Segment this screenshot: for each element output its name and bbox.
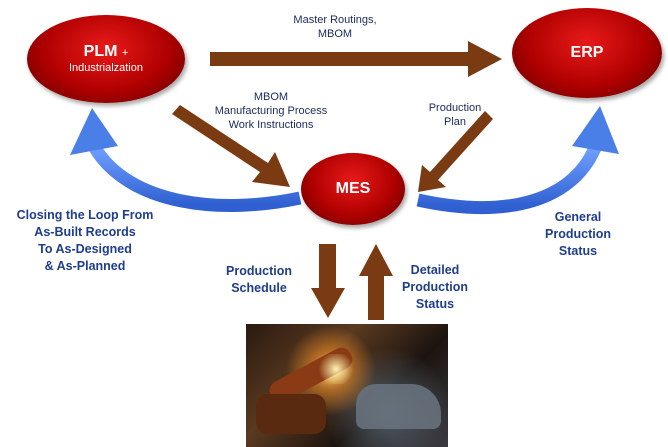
erp-to-mes-label: Production Plan [428,102,482,128]
detailed-status-label: Detailed Production Status [402,263,468,311]
mes-title: MES [335,180,371,197]
erp-title: ERP [570,44,604,61]
plm-plus: + [121,47,129,59]
plm-to-erp-label: Master Routings, MBOM [293,14,377,40]
mes-to-factory-arrow [311,244,345,318]
plm-to-mes-arrow [172,105,290,187]
plm-subtitle: Industrialzation [69,62,143,74]
plm-to-mes-label: MBOM Manufacturing Process Work Instruct… [214,91,328,131]
general-status-label: General Production Status [545,210,611,258]
production-schedule-label: Production Schedule [226,264,292,295]
plm-title: PLM [83,43,118,60]
plm-to-erp-arrow [210,41,502,77]
closing-loop-arrow [70,108,302,212]
erp-node: ERP [512,8,662,98]
factory-to-mes-arrow [359,244,393,320]
plm-node: PLM + Industrialzation [27,15,185,103]
erp-to-mes-arrow [418,111,493,192]
mes-node: MES [301,153,405,225]
closing-loop-label: Closing the Loop From As-Built Records T… [16,208,154,273]
factory-robot-welding-photo [246,324,448,447]
general-status-arrow [416,106,619,215]
